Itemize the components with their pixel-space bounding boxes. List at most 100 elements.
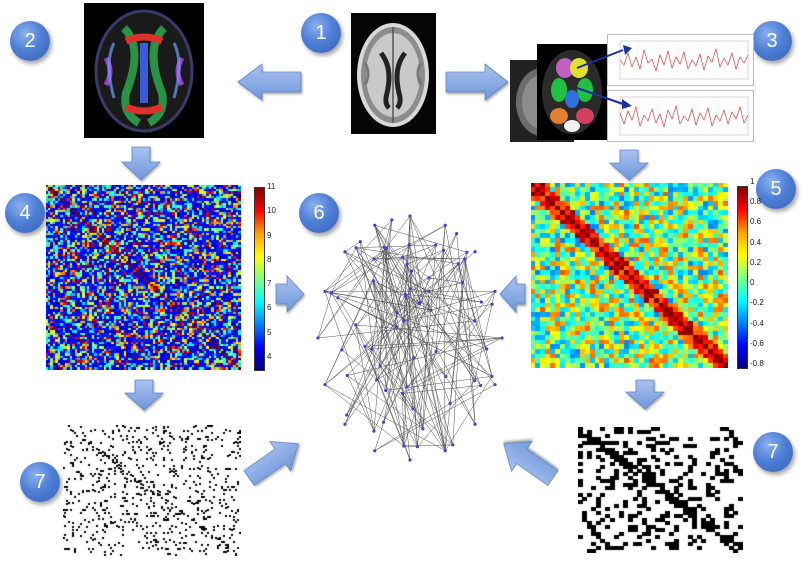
network-node [451, 443, 455, 447]
network-edge [405, 277, 430, 297]
colorbar-tick-label: 1 [750, 177, 755, 186]
network-edge [317, 258, 375, 339]
network-node [370, 347, 374, 351]
network-edge [402, 393, 405, 446]
step-badge-5: 5 [756, 169, 796, 209]
network-edge [402, 244, 436, 258]
network-node [444, 374, 448, 379]
network-edge [317, 320, 475, 339]
network-node [354, 323, 358, 327]
network-edge [403, 215, 411, 321]
network-node [415, 445, 420, 449]
network-edge [324, 248, 388, 385]
network-edge [374, 225, 406, 295]
network-node [402, 444, 406, 448]
network-edge [406, 304, 493, 387]
network-edge [324, 291, 431, 311]
network-edge [374, 225, 481, 386]
dti-tractography-image [84, 3, 204, 138]
step-badge-2: 2 [10, 21, 50, 61]
arrow-binary-left-to-network [243, 441, 299, 486]
network-node [408, 458, 412, 462]
network-edge [406, 264, 446, 451]
network-edge [402, 257, 465, 260]
network-edge [383, 320, 404, 423]
network-edge [374, 225, 468, 253]
network-node [441, 248, 446, 252]
network-edge [364, 346, 408, 387]
network-edge [405, 296, 414, 409]
network-edge [344, 251, 408, 387]
binarized-structural-matrix [63, 425, 241, 556]
network-node [473, 319, 477, 323]
network-edge [355, 247, 475, 322]
network-node [479, 383, 483, 388]
network-node [394, 325, 399, 329]
network-node [443, 449, 447, 453]
arrow-functional-to-binary [624, 379, 666, 410]
network-node [345, 413, 349, 417]
colorbar-tick-label: 0 [750, 278, 755, 288]
network-node [479, 300, 483, 304]
network-edge [360, 241, 397, 327]
network-edge [331, 225, 446, 294]
network-node [358, 240, 362, 244]
network-edge [373, 257, 403, 260]
network-edge [444, 252, 468, 451]
network-edge [373, 258, 476, 425]
network-edge [347, 337, 503, 376]
network-edge [405, 294, 482, 303]
network-edge [456, 233, 476, 425]
network-node [340, 348, 344, 352]
network-node [402, 319, 406, 323]
network-node [400, 255, 405, 260]
network-edge [331, 247, 357, 293]
network-edge [405, 296, 418, 447]
network-edge [409, 244, 432, 311]
network-edge [317, 215, 411, 339]
network-edge [346, 264, 408, 416]
network-edge [324, 384, 446, 451]
network-node [343, 250, 347, 254]
network-edge [396, 244, 410, 314]
network-node [372, 429, 376, 433]
network-node [371, 279, 375, 283]
network-node [434, 243, 438, 247]
network-node [381, 420, 386, 424]
network-node [460, 281, 464, 285]
network-node [345, 373, 349, 378]
network-edge [435, 225, 446, 352]
network-node [354, 246, 358, 250]
colorbar-tick-label: 10 [267, 206, 276, 216]
network-edge [373, 280, 381, 366]
arrow-dti-to-structural [120, 146, 162, 181]
network-edge [347, 375, 424, 430]
network-node [323, 383, 327, 387]
arrow-fmri-to-functional [608, 149, 650, 181]
network-edge [341, 244, 410, 351]
network-node [336, 296, 340, 300]
network-edge [355, 324, 375, 432]
network-node [473, 379, 477, 383]
network-edge [383, 252, 468, 423]
network-edge [445, 291, 496, 377]
network-edge [409, 215, 481, 386]
network-edge [324, 219, 392, 292]
network-node [382, 245, 386, 249]
network-edge [356, 244, 436, 248]
network-edge [449, 385, 481, 404]
time-series-plot-bottom [607, 90, 754, 142]
network-edge [373, 280, 432, 311]
network-edge [430, 245, 437, 311]
functional-colorbar [737, 186, 748, 369]
structural-mri-image [351, 13, 436, 134]
network-edge [405, 294, 424, 429]
network-node [411, 407, 415, 411]
network-edge [355, 249, 444, 326]
step-badge-7-left: 7 [20, 462, 60, 502]
network-edge [406, 291, 496, 387]
colorbar-tick-label: 0.8 [750, 197, 762, 207]
step-badge-6: 6 [299, 193, 339, 233]
network-edge [449, 258, 466, 404]
network-edge [430, 310, 475, 381]
